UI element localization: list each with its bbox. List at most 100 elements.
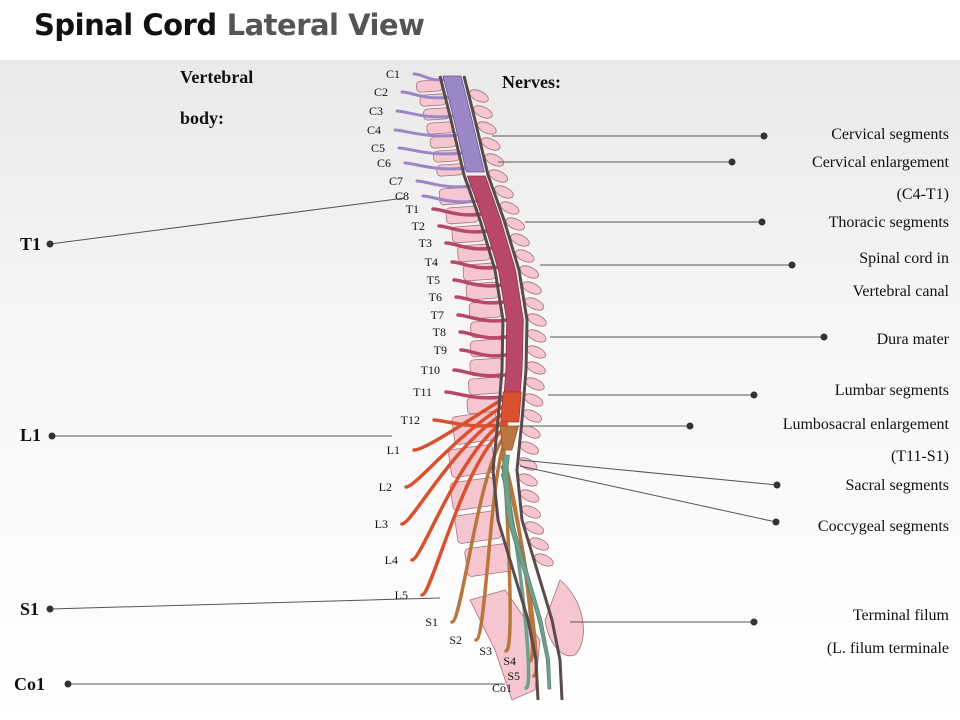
vertebra-label-c5: C5 — [371, 141, 385, 155]
spinous-process — [519, 265, 540, 279]
nerve-label: Cervical enlargement — [812, 154, 950, 171]
leader-dot — [750, 618, 758, 626]
vertebra-label-c1: C1 — [386, 67, 400, 81]
vertebra-label-t10: T10 — [421, 363, 440, 377]
spinous-process — [469, 89, 489, 103]
leader-dot — [686, 422, 694, 430]
spinal-nerve — [437, 224, 494, 234]
spinous-process — [505, 217, 525, 231]
nerve-label: Lumbosacral enlargement — [783, 416, 950, 433]
spinous-process — [522, 281, 542, 295]
dura-mater-anterior — [438, 75, 540, 701]
vertebra-label-s1: S1 — [425, 615, 438, 629]
spinous-process — [519, 441, 539, 455]
vertebra-label-c8: C8 — [395, 189, 409, 203]
vertebra-label-c4: C4 — [367, 123, 381, 137]
heading-vertebral: Vertebral — [180, 67, 253, 87]
lumbar-cord-segment — [500, 391, 522, 423]
vertebra-label-s4: S4 — [503, 654, 516, 668]
spinous-process — [484, 153, 505, 167]
spinal-nerve — [458, 330, 514, 340]
marker-s1: S1 — [20, 599, 39, 619]
nerve-label: Terminal filum — [853, 607, 950, 624]
terminal-filum — [502, 454, 552, 690]
leader-dot — [750, 391, 758, 399]
heading-nerves: Nerves: — [502, 72, 561, 92]
vertebra-label-t6: T6 — [429, 290, 442, 304]
nerve-label: Dura mater — [877, 331, 950, 348]
title-sub: Lateral View — [226, 8, 425, 42]
spinous-process — [480, 137, 501, 151]
spinal-nerve — [452, 278, 508, 288]
leader-dot — [728, 158, 736, 166]
vertebra-label-l2: L2 — [379, 480, 392, 494]
nerve-label: Sacral segments — [845, 477, 949, 494]
sacral-cord-segment — [499, 425, 519, 451]
vertebra-label-t11: T11 — [413, 385, 432, 399]
spinous-process — [518, 473, 538, 487]
title-main: Spinal Cord — [34, 8, 217, 42]
spinous-process — [517, 457, 538, 471]
leader-line — [49, 597, 441, 610]
spinal-nerve — [450, 260, 505, 270]
leader-dot — [788, 261, 796, 269]
spinous-process — [523, 393, 544, 407]
leader-dot — [64, 680, 72, 688]
vertebra-label-l3: L3 — [375, 517, 388, 531]
vertebra-label-t2: T2 — [412, 219, 425, 233]
vertebra-label-co1: Co1 — [492, 681, 512, 695]
vertebra-label-c6: C6 — [377, 156, 391, 170]
vertebra-label-s3: S3 — [479, 644, 492, 658]
spinal-nerve — [400, 90, 456, 100]
leader-lines-group — [46, 132, 828, 688]
spinous-process — [477, 121, 497, 135]
spinous-process — [524, 297, 545, 311]
vertebra-label-t3: T3 — [419, 236, 432, 250]
nerve-label: (L. filum terminale — [827, 640, 949, 657]
spinal-nerve — [412, 393, 511, 452]
nerve-label: Cervical segments — [831, 126, 949, 143]
spinous-process — [494, 185, 514, 199]
vertebra-label-c3: C3 — [369, 104, 383, 118]
spinous-process — [526, 345, 547, 359]
leader-dot — [760, 132, 768, 140]
spinal-nerve — [404, 401, 511, 489]
heading-body: body: — [180, 108, 224, 128]
nerve-label: (C4-T1) — [897, 186, 949, 203]
spinal-nerve — [400, 409, 510, 526]
leader-line — [519, 459, 778, 486]
spinous-process — [526, 329, 547, 343]
vertebra-label-c2: C2 — [374, 85, 388, 99]
nerve-label: Thoracic segments — [829, 214, 949, 231]
vertebra-label-l4: L4 — [385, 553, 398, 567]
nerve-label: Spinal cord in — [859, 250, 949, 267]
spinous-process — [519, 489, 540, 503]
spinous-process — [522, 409, 543, 423]
nerve-label: Coccygeal segments — [818, 518, 949, 535]
nerve-label: Vertebral canal — [853, 283, 950, 300]
spinal-nerve — [456, 313, 514, 323]
spinous-process — [534, 553, 554, 567]
vertebra-label-t12: T12 — [401, 413, 420, 427]
vertebral-body — [426, 121, 454, 135]
leader-dot — [48, 432, 56, 440]
sacrum-bone — [469, 589, 541, 701]
spinal-nerve — [474, 441, 507, 642]
marker-co1: Co1 — [14, 674, 45, 694]
spinous-process — [510, 233, 530, 247]
spinous-process — [473, 105, 493, 119]
leader-line — [519, 465, 777, 523]
cervical-cord-segment — [442, 75, 485, 173]
spinal-nerve — [452, 368, 513, 378]
leader-dot — [773, 481, 781, 489]
vertebra-label-t5: T5 — [427, 273, 440, 287]
spinous-process — [515, 249, 535, 263]
spinal-nerve — [431, 207, 489, 217]
spinal-nerve — [444, 241, 499, 251]
spinal-nerve — [454, 295, 511, 305]
spinous-process — [488, 169, 509, 183]
leader-dot — [46, 240, 54, 248]
vertebral-body — [423, 107, 450, 121]
spinal-nerve — [410, 417, 509, 562]
